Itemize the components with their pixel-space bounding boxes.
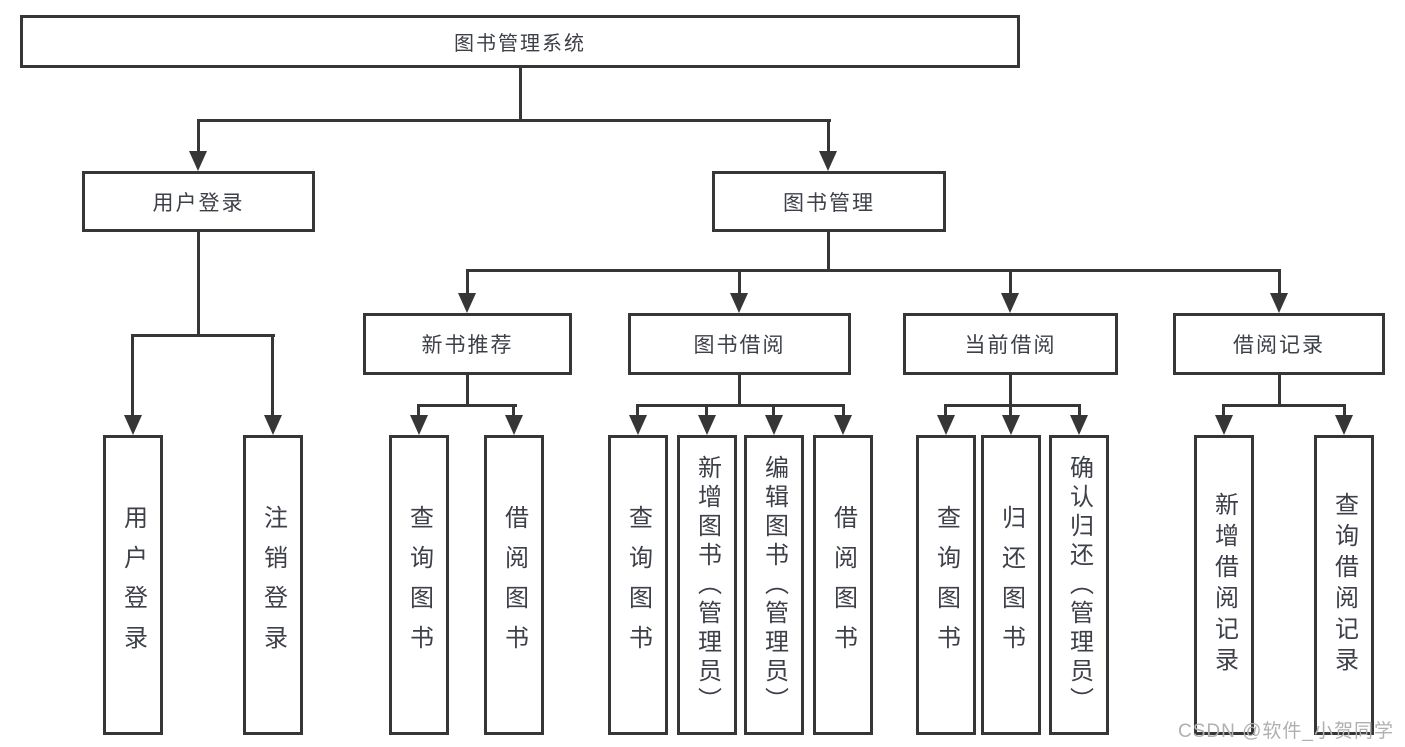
- leaf-query-books-recommend: 查询图书: [389, 435, 449, 735]
- connector-line: [772, 404, 775, 420]
- connector-line: [1278, 375, 1281, 407]
- connector-line: [131, 334, 134, 420]
- leaf-confirm-return-admin: 确认归还（管理员）: [1049, 435, 1109, 735]
- connector-line: [417, 404, 420, 420]
- arrow-down-icon: [819, 151, 837, 171]
- connector-line: [705, 404, 708, 420]
- connector-line: [466, 269, 1281, 272]
- connector-line: [738, 269, 741, 299]
- arrow-down-icon: [1001, 293, 1019, 313]
- connector-line: [131, 334, 275, 337]
- arrow-down-icon: [1270, 293, 1288, 313]
- arrow-down-icon: [765, 415, 783, 435]
- connector-line: [636, 404, 639, 420]
- leaf-user-login: 用户登录: [103, 435, 163, 735]
- arrow-down-icon: [264, 415, 282, 435]
- leaf-edit-books-admin: 编辑图书（管理员）: [744, 435, 804, 735]
- arrow-down-icon: [698, 415, 716, 435]
- leaf-borrow-books-recommend: 借阅图书: [484, 435, 544, 735]
- connector-line: [827, 119, 830, 155]
- arrow-down-icon: [1002, 415, 1020, 435]
- connector-line: [519, 68, 522, 121]
- leaf-query-borrow-record: 查询借阅记录: [1314, 435, 1374, 735]
- connector-line: [1222, 404, 1225, 420]
- arrow-down-icon: [124, 415, 142, 435]
- node-current-borrow: 当前借阅: [903, 313, 1118, 375]
- connector-line: [466, 375, 469, 407]
- node-borrow-records: 借阅记录: [1173, 313, 1385, 375]
- connector-line: [271, 334, 274, 420]
- connector-line: [944, 404, 947, 420]
- connector-line: [1009, 375, 1012, 407]
- arrow-down-icon: [1335, 415, 1353, 435]
- arrow-down-icon: [730, 293, 748, 313]
- arrow-down-icon: [410, 415, 428, 435]
- connector-line: [842, 404, 845, 420]
- connector-line: [466, 269, 469, 299]
- node-root: 图书管理系统: [20, 15, 1020, 68]
- connector-line: [944, 404, 1081, 407]
- arrow-down-icon: [937, 415, 955, 435]
- connector-line: [197, 119, 200, 155]
- leaf-add-books-admin: 新增图书（管理员）: [677, 435, 737, 735]
- node-book-management: 图书管理: [712, 171, 946, 232]
- arrow-down-icon: [505, 415, 523, 435]
- connector-line: [1078, 404, 1081, 420]
- leaf-add-borrow-record: 新增借阅记录: [1194, 435, 1254, 735]
- connector-line: [1009, 269, 1012, 299]
- connector-line: [197, 232, 200, 337]
- leaf-query-books-borrow: 查询图书: [608, 435, 668, 735]
- arrow-down-icon: [1215, 415, 1233, 435]
- node-new-book-recommend: 新书推荐: [363, 313, 572, 375]
- leaf-return-books: 归还图书: [981, 435, 1041, 735]
- leaf-borrow-books: 借阅图书: [813, 435, 873, 735]
- connector-line: [1343, 404, 1346, 420]
- connector-line: [738, 375, 741, 407]
- node-book-borrow: 图书借阅: [628, 313, 851, 375]
- connector-line: [1222, 404, 1346, 407]
- arrow-down-icon: [629, 415, 647, 435]
- arrow-down-icon: [189, 151, 207, 171]
- arrow-down-icon: [458, 293, 476, 313]
- leaf-logout: 注销登录: [243, 435, 303, 735]
- connector-line: [512, 404, 515, 420]
- leaf-query-books-current: 查询图书: [916, 435, 976, 735]
- node-user-login: 用户登录: [82, 171, 315, 232]
- csdn-watermark: CSDN @软件_小贺同学: [1178, 721, 1394, 742]
- connector-line: [197, 119, 831, 122]
- connector-line: [827, 232, 830, 272]
- connector-line: [1009, 404, 1012, 420]
- connector-line: [1278, 269, 1281, 299]
- arrow-down-icon: [1070, 415, 1088, 435]
- connector-line: [417, 404, 517, 407]
- arrow-down-icon: [834, 415, 852, 435]
- connector-line: [636, 404, 845, 407]
